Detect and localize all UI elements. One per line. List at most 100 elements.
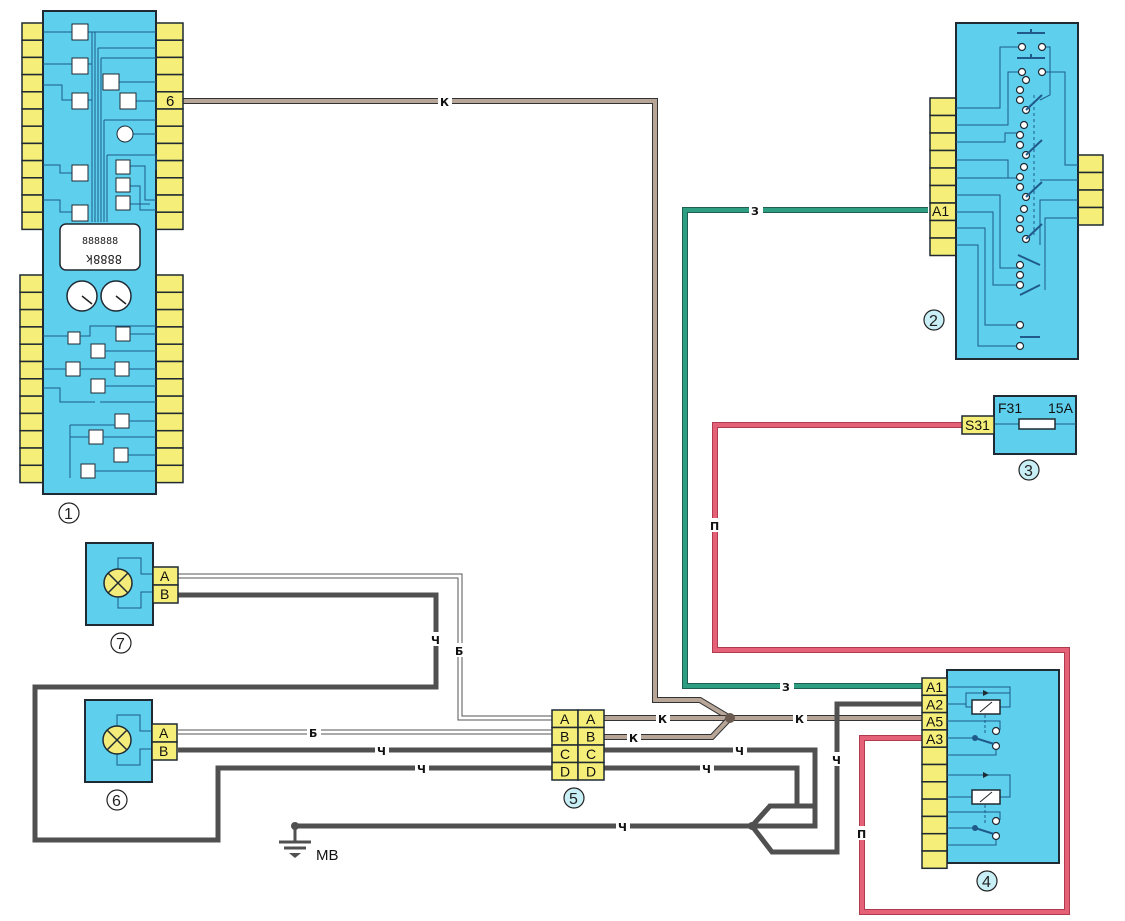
wire-label-brown-2: К — [658, 713, 667, 726]
component-1-number: 1 — [64, 506, 73, 523]
connector-5-pin-label: B — [560, 729, 569, 745]
cluster-left-top-pin — [21, 177, 44, 196]
cluster-right-bottom-pin — [155, 447, 184, 467]
cluster-right-bottom-pin — [155, 395, 184, 415]
wire-label-black-6: Ч — [832, 754, 841, 767]
wire-labels: К З П Ч Б З К К К Б Ч Ч Ч Ч Ч Ч П — [307, 94, 869, 841]
rear-defrost-icon — [114, 413, 130, 429]
wire-brown-cluster — [183, 98, 732, 721]
relay-pin-A3: A3 — [926, 731, 943, 747]
wiper-icon — [67, 331, 81, 345]
oil-icon — [115, 177, 131, 193]
cluster-left-top-pin — [21, 73, 44, 93]
fuse-id: F31 — [998, 400, 1022, 416]
hazard-icon — [88, 429, 104, 445]
component-3-badge — [1018, 459, 1040, 481]
fog-light-rear-icon — [119, 92, 137, 110]
cluster-left-top-pin — [21, 39, 44, 59]
switch-right-pin — [1077, 189, 1104, 209]
cluster-right-top-pin — [155, 108, 184, 127]
wire-label-white-2: Б — [309, 727, 317, 740]
parking-brake-icon — [114, 361, 130, 377]
cluster-right-bottom-pin — [155, 360, 184, 380]
wire-label-red: П — [710, 520, 719, 533]
component-5-badge — [563, 787, 585, 809]
cluster-connector-right-bottom — [155, 274, 184, 484]
cluster-right-bottom-pin — [155, 308, 184, 328]
brake-icon — [71, 164, 89, 182]
cluster-right-top-pin — [155, 73, 184, 93]
component-3-number: 3 — [1024, 463, 1033, 480]
wire-label-white: Б — [455, 645, 463, 658]
switch-right-pin — [1077, 171, 1104, 191]
cluster-connector-left-bottom — [19, 274, 44, 484]
component-2-number: 2 — [929, 313, 938, 330]
cluster-right-top-pin — [155, 22, 184, 41]
wire-label-black: Ч — [431, 634, 440, 647]
turn-signal-icon — [116, 125, 134, 143]
wire-label-black-4: Ч — [735, 745, 744, 758]
switch-left-pin — [929, 97, 957, 117]
switch-pin-A1: A1 — [932, 203, 949, 219]
cluster-left-top-pin — [21, 211, 44, 231]
relay-pin — [921, 850, 948, 870]
fuse-pin-label: S31 — [965, 417, 990, 433]
wire-label-green: З — [751, 205, 759, 218]
switch-left-pin — [929, 167, 957, 187]
cluster-left-top-pin — [21, 159, 44, 179]
component-7-badge — [110, 632, 132, 654]
component-1-badge — [58, 502, 80, 524]
cluster-left-bottom-pin — [19, 412, 44, 432]
cluster-left-top-pin — [21, 22, 44, 41]
lighting-switch — [929, 22, 1104, 360]
cluster-left-top-pin — [21, 142, 44, 162]
brake-wear-icon — [65, 361, 81, 377]
cluster-right-top-pin — [155, 211, 184, 231]
cluster-left-bottom-pin — [19, 308, 44, 328]
wire-label-black-3: Ч — [417, 763, 426, 776]
lcd-top: 888888 — [82, 236, 118, 247]
component-4-badge — [976, 870, 998, 892]
wire-red — [712, 422, 1070, 915]
connector-5-pin-label: D — [586, 764, 596, 780]
cluster-right-bottom-pin — [155, 464, 184, 484]
relay-pin-A2: A2 — [926, 696, 943, 712]
cluster-left-bottom-pin — [19, 464, 44, 484]
component-4-number: 4 — [982, 874, 991, 891]
seatbelt-icon — [71, 23, 89, 41]
connector-5-pin-label: C — [560, 746, 570, 762]
connector-5-pin-label: D — [560, 764, 570, 780]
switch-left-pin — [929, 184, 957, 204]
component-5-number: 5 — [569, 791, 578, 808]
connector-5-pin-label: A — [586, 711, 596, 727]
diode-1 — [983, 690, 989, 696]
heater-icon — [115, 159, 131, 175]
fuse-icon — [1018, 418, 1056, 430]
cluster-left-top-pin — [21, 91, 44, 110]
switch-right-pin — [1077, 206, 1104, 226]
connector-5-pin-label: A — [560, 711, 570, 727]
diode-2 — [983, 772, 989, 778]
battery-icon — [90, 343, 106, 359]
wire-label-brown: К — [440, 96, 449, 109]
cluster-right-bottom-pin — [155, 429, 184, 449]
wire-label-green-2: З — [782, 681, 790, 694]
ground-label: MB — [316, 847, 339, 864]
lamp-7-pin-B: B — [160, 586, 169, 602]
relay-pin — [921, 815, 948, 835]
cluster-left-top-pin — [21, 194, 44, 213]
high-beam-icon — [113, 447, 129, 463]
cluster-left-bottom-pin — [19, 343, 44, 363]
cluster-connector-right-top — [155, 22, 184, 231]
cluster-left-bottom-pin — [19, 447, 44, 467]
ground-symbol: MB — [279, 822, 339, 864]
airbag-icon — [90, 378, 106, 394]
cluster-right-bottom-pin — [155, 274, 184, 294]
cluster-right-top-pin — [155, 142, 184, 162]
cluster-right-bottom-pin — [155, 291, 184, 311]
fuse-pin — [961, 415, 995, 435]
cluster-right-bottom-pin — [155, 326, 184, 345]
